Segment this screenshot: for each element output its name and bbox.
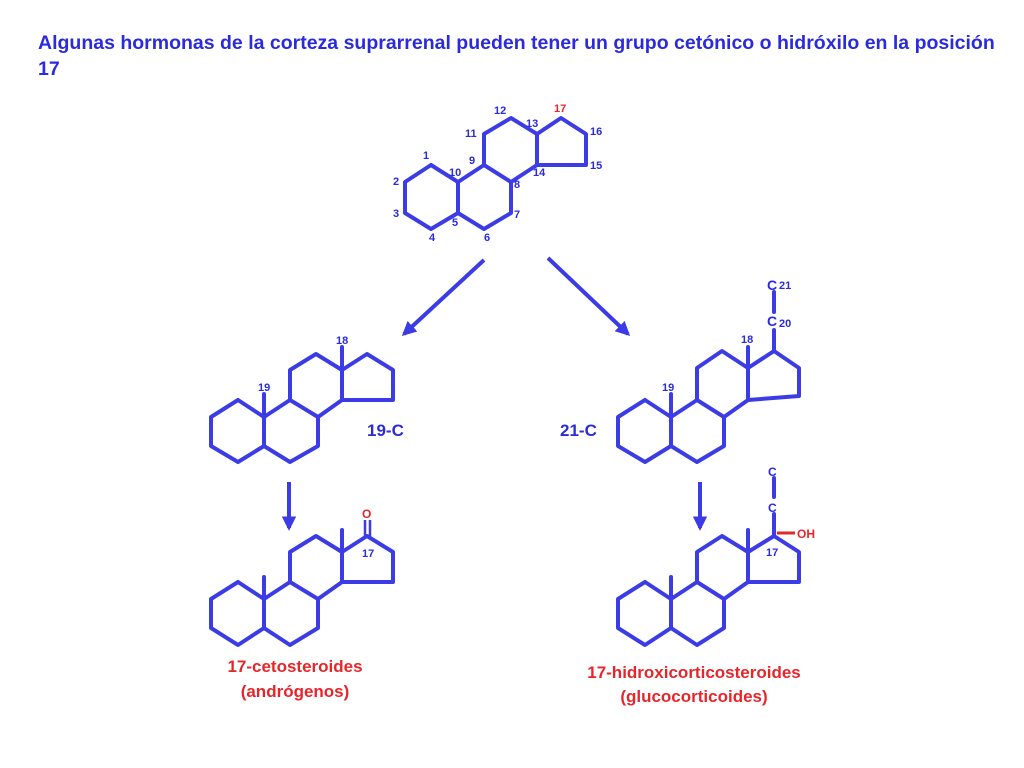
- position-17-label-right: 17: [766, 547, 778, 559]
- arrow-to-21c: [546, 256, 631, 336]
- atom-number-17: 17: [554, 103, 566, 115]
- atom-number-16: 16: [590, 126, 602, 138]
- methyl-19-label-right: 19: [662, 382, 674, 394]
- caption-androgenos: (andrógenos): [241, 682, 350, 701]
- methyl-18-label: 18: [336, 335, 348, 347]
- steroid-nucleus-numbered: 1 2 3 4 5 6 7 8 9 10 11 12 13 14 15 16 1…: [393, 103, 602, 244]
- slide-title: Algunas hormonas de la corteza suprarren…: [38, 32, 995, 80]
- steroid-21c: 18 19 C 20 C 21 21-C: [560, 277, 801, 464]
- caption-17-hidroxicorticosteroides: 17-hidroxicorticosteroides: [587, 663, 801, 682]
- ketone-oxygen: O: [362, 507, 371, 521]
- c21-atom-bottom: C: [768, 465, 777, 479]
- caption-17-cetosteroides: 17-cetosteroides: [227, 657, 362, 676]
- atom-number-7: 7: [514, 209, 520, 221]
- methyl-19-label: 19: [258, 382, 270, 394]
- atom-number-15: 15: [590, 160, 602, 172]
- class-label-19c: 19-C: [367, 421, 404, 440]
- atom-number-12: 12: [494, 105, 506, 117]
- atom-number-11: 11: [465, 128, 477, 140]
- atom-number-9: 9: [469, 155, 475, 167]
- c21-number: 21: [779, 280, 791, 292]
- atom-number-3: 3: [393, 208, 399, 220]
- atom-number-1: 1: [423, 150, 429, 162]
- atom-number-6: 6: [484, 232, 490, 244]
- steroid-17-keto: O 17 17-cetosteroides (andrógenos): [209, 507, 395, 701]
- caption-glucocorticoides: (glucocorticoides): [620, 687, 767, 706]
- c20-atom: C: [767, 313, 777, 329]
- atom-number-4: 4: [429, 232, 436, 244]
- atom-number-8: 8: [514, 179, 520, 191]
- atom-number-14: 14: [533, 167, 546, 179]
- c20-atom-bottom: C: [768, 501, 777, 515]
- arrow-to-19c: [401, 258, 486, 336]
- steroid-19c: 18 19 19-C: [209, 335, 404, 464]
- hydroxyl-group: OH: [797, 527, 815, 541]
- class-label-21c: 21-C: [560, 421, 597, 440]
- position-17-label-left: 17: [362, 548, 374, 560]
- atom-number-10: 10: [449, 167, 461, 179]
- c21-atom: C: [767, 277, 777, 293]
- atom-number-5: 5: [452, 217, 458, 229]
- c20-number: 20: [779, 318, 791, 330]
- steroid-17-hydroxy: C C OH 17 17-hidroxicorticosteroides (gl…: [587, 465, 815, 706]
- atom-number-2: 2: [393, 176, 399, 188]
- atom-number-13: 13: [526, 118, 538, 130]
- methyl-18-label-right: 18: [741, 334, 753, 346]
